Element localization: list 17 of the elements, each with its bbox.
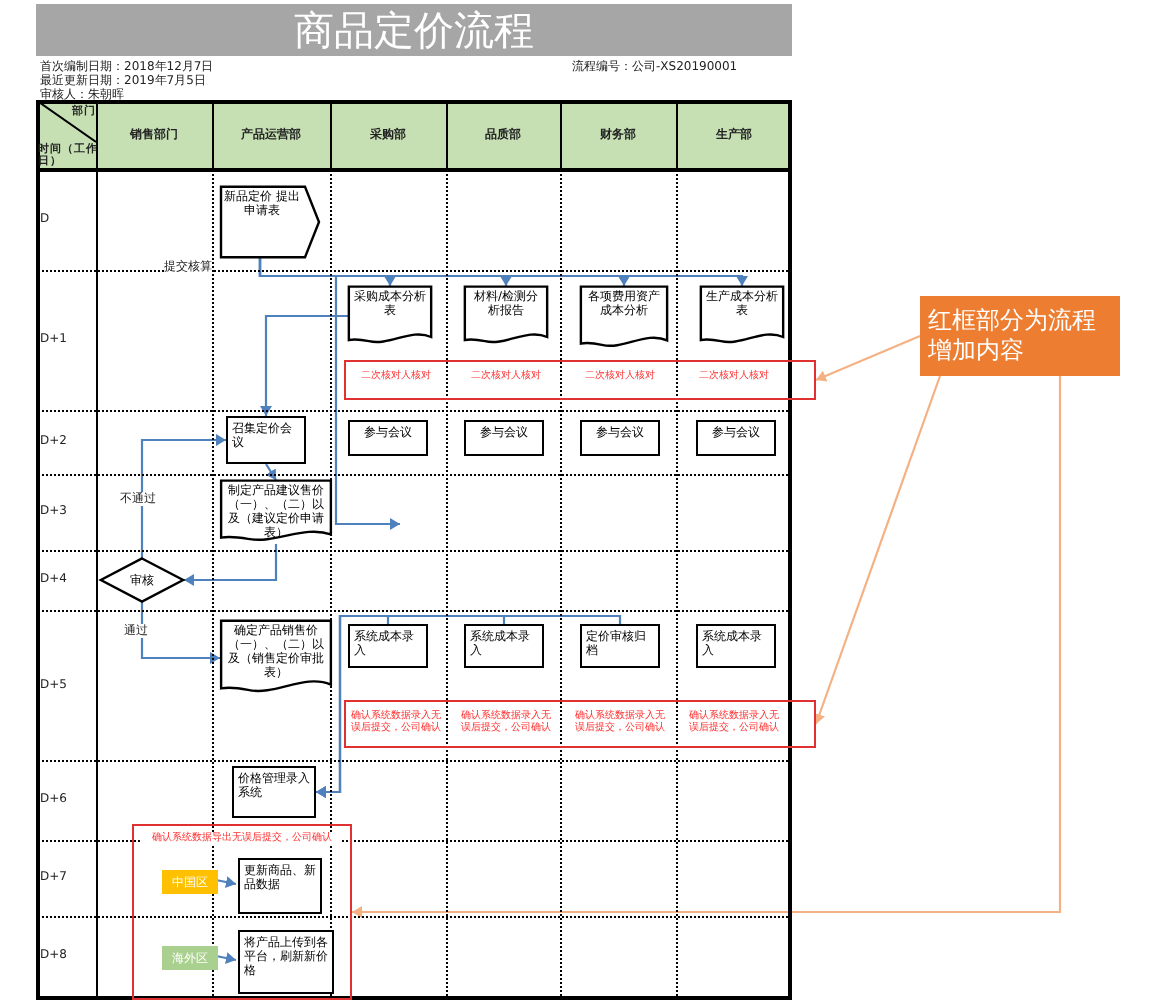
arrow	[815, 335, 921, 382]
arrow	[352, 376, 1062, 918]
arrow	[140, 434, 226, 558]
title-bar: 商品定价流程	[36, 4, 792, 56]
arrow	[184, 544, 278, 586]
highlight-frame	[344, 360, 816, 400]
arrow	[215, 876, 237, 888]
arrow	[260, 314, 348, 416]
arrow	[813, 375, 942, 725]
callout-box: 红框部分为流程增加内容	[920, 296, 1120, 376]
highlight-frame	[132, 824, 352, 1000]
arrow	[140, 602, 220, 664]
arrow	[258, 258, 400, 530]
arrow	[215, 952, 237, 964]
highlight-frame	[344, 700, 816, 748]
arrow	[316, 614, 622, 798]
arrow	[265, 463, 277, 481]
